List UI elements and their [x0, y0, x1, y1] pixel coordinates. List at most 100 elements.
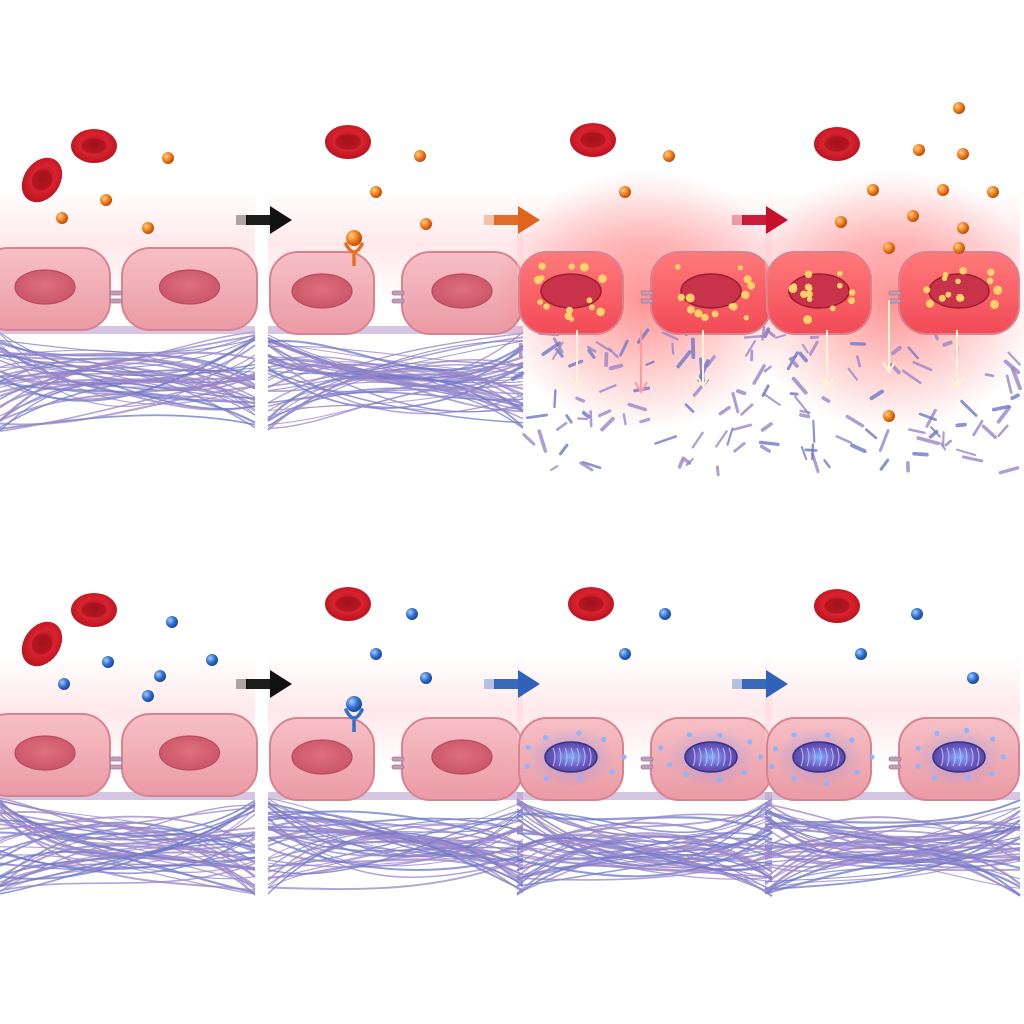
- blue-particle: [142, 690, 154, 702]
- activation-dot: [543, 303, 549, 309]
- matrix-fragment: [561, 445, 567, 454]
- red-blood-cell: [71, 593, 117, 627]
- activation-dot: [589, 304, 595, 310]
- activation-dot: [539, 275, 545, 281]
- activation-dot: [537, 299, 543, 305]
- signal-dot: [990, 737, 995, 742]
- cell-junction: [392, 299, 404, 303]
- signal-dot: [791, 776, 796, 781]
- panel-bottom-4: [765, 589, 1020, 896]
- signal-dot: [717, 778, 722, 783]
- matrix-fragment: [801, 415, 809, 417]
- signal-dot: [684, 772, 689, 777]
- activation-dot: [942, 276, 947, 281]
- signal-dot: [610, 769, 615, 774]
- activation-dot: [565, 312, 573, 320]
- matrix-fragment: [801, 411, 810, 413]
- cell-junction: [110, 291, 122, 295]
- matrix-fragment: [984, 426, 996, 437]
- matrix-fragment: [852, 445, 865, 451]
- signal-dot: [1001, 754, 1006, 759]
- nucleus: [793, 742, 845, 772]
- matrix-fragment: [734, 425, 751, 430]
- matrix-fragment: [557, 423, 566, 429]
- signal-dot: [742, 770, 747, 775]
- activation-dot: [993, 286, 1002, 295]
- red-blood-cell: [568, 587, 614, 621]
- activation-dot: [791, 283, 797, 289]
- signal-dot: [934, 731, 939, 736]
- signal-dot: [825, 733, 830, 738]
- matrix-fragment: [551, 466, 557, 470]
- matrix-fragment: [735, 444, 745, 452]
- orange-particle: [953, 242, 965, 254]
- orange-particle: [420, 218, 432, 230]
- matrix-fragment: [591, 411, 592, 426]
- matrix-fragment: [760, 442, 778, 444]
- matrix-fragment: [837, 436, 851, 442]
- activation-dot: [959, 296, 965, 302]
- matrix-fragment: [716, 431, 727, 446]
- activation-dot: [849, 289, 856, 296]
- matrix-fragment: [555, 391, 556, 408]
- orange-particle: [162, 152, 174, 164]
- activation-dot: [569, 263, 575, 269]
- red-blood-cell: [71, 129, 117, 163]
- matrix-fragment: [527, 415, 546, 418]
- orange-particle: [56, 212, 68, 224]
- panel-bottom-2: [268, 587, 523, 894]
- matrix-fragment: [825, 460, 830, 467]
- panel-top-2: [268, 125, 523, 430]
- orange-particle: [953, 102, 965, 114]
- activation-dot: [990, 300, 999, 309]
- cell-junction: [110, 299, 122, 303]
- cell-junction: [392, 765, 404, 769]
- cell-junction: [889, 765, 901, 769]
- matrix-fragment: [918, 438, 938, 443]
- activation-dot: [712, 311, 719, 318]
- signal-dot: [769, 764, 774, 769]
- activation-dot: [837, 271, 843, 277]
- activation-dot: [580, 263, 589, 272]
- activation-dot: [686, 294, 695, 303]
- activation-dot: [598, 274, 607, 283]
- orange-particle: [142, 222, 154, 234]
- signal-dot: [964, 728, 969, 733]
- signal-dot: [576, 731, 581, 736]
- nucleus: [292, 274, 352, 308]
- matrix-fragment: [567, 416, 572, 423]
- blue-particle: [102, 656, 114, 668]
- blue-particle: [154, 670, 166, 682]
- matrix-fragment: [728, 429, 733, 445]
- activation-dot: [678, 294, 685, 301]
- red-blood-cell: [814, 127, 860, 161]
- orange-particle: [907, 210, 919, 222]
- matrix-fragment: [852, 344, 865, 345]
- cell-junction: [392, 757, 404, 761]
- blue-particle: [967, 672, 979, 684]
- orange-particle: [957, 148, 969, 160]
- activation-dot: [587, 297, 593, 303]
- red-blood-cell: [570, 123, 616, 157]
- blue-particle: [58, 678, 70, 690]
- signal-dot: [915, 764, 920, 769]
- nucleus: [432, 274, 492, 308]
- matrix-fragment: [813, 421, 814, 442]
- matrix-fragment: [914, 454, 927, 455]
- cell-junction: [110, 757, 122, 761]
- signal-dot: [990, 771, 995, 776]
- activation-dot: [959, 267, 967, 275]
- signal-dot: [543, 735, 548, 740]
- signal-dot: [965, 775, 970, 780]
- signal-dot: [792, 732, 797, 737]
- nucleus: [160, 736, 220, 770]
- matrix-fragment: [656, 436, 676, 443]
- activation-dot: [848, 297, 855, 304]
- matrix-fragment: [999, 426, 1008, 436]
- matrix-fragment: [812, 445, 813, 459]
- matrix-fragment: [717, 467, 718, 475]
- activation-dot: [926, 300, 934, 308]
- orange-particle: [370, 186, 382, 198]
- blue-particle: [206, 654, 218, 666]
- matrix-fragment: [943, 432, 944, 446]
